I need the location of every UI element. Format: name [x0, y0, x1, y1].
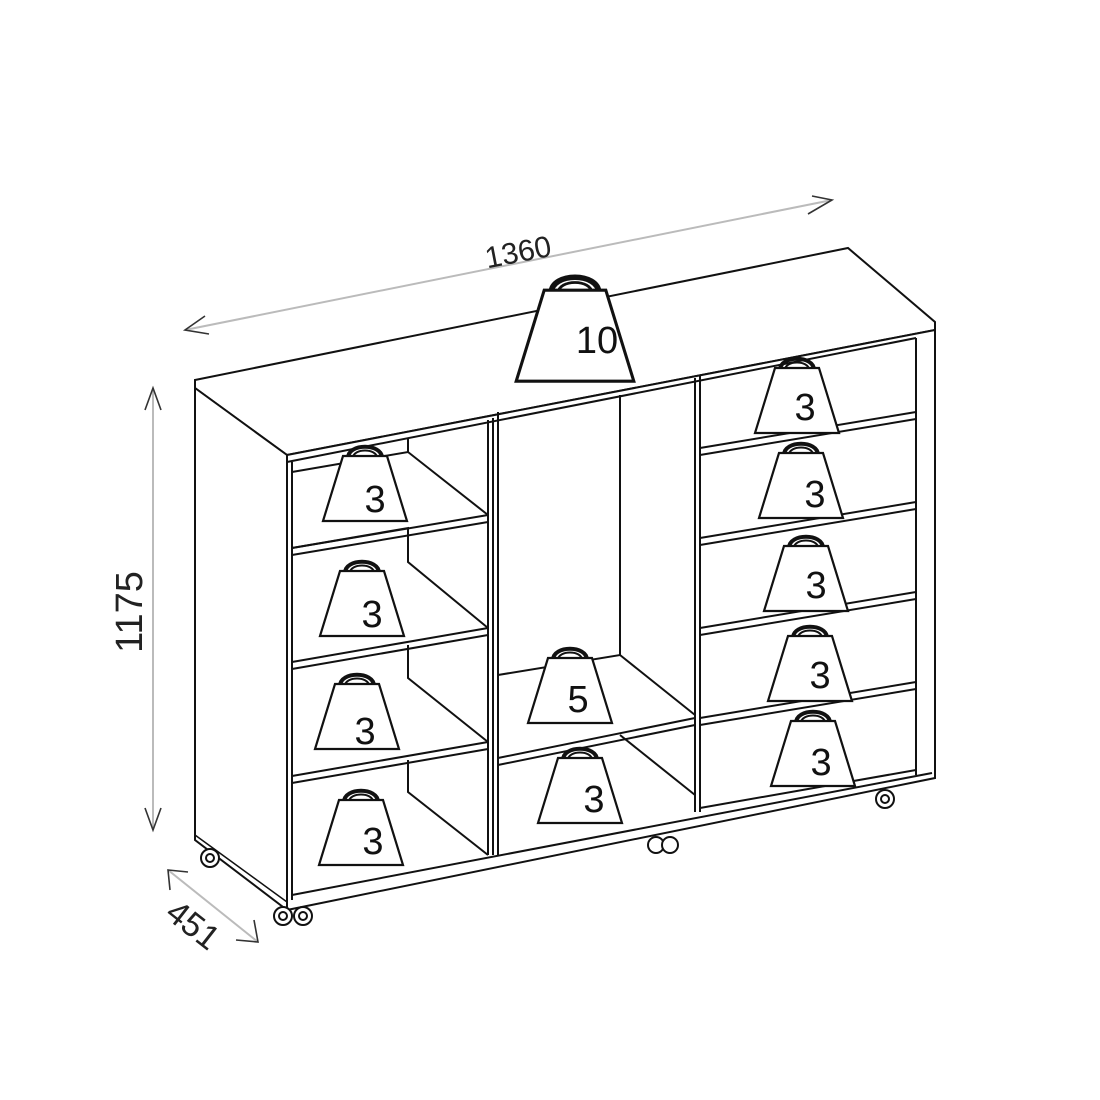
caster-wheels	[200, 789, 895, 926]
weight-label-left-shelf-3: 3	[354, 711, 375, 753]
weight-icon-drawer-3: 3	[762, 534, 850, 613]
weight-label-middle-shelf: 5	[567, 679, 588, 721]
weight-icon-left-shelf-2: 3	[318, 559, 406, 638]
depth-dimension	[167, 869, 259, 943]
height-dimension	[144, 385, 162, 833]
weight-icon-middle-bottom: 3	[536, 746, 624, 825]
weight-label-top: 10	[576, 320, 618, 362]
left-shelf-unit	[291, 418, 494, 856]
weight-label-drawer-3: 3	[805, 565, 826, 607]
weight-label-drawer-2: 3	[804, 474, 825, 516]
weight-icon-drawer-4: 3	[766, 624, 854, 703]
weight-icon-drawer-1: 3	[753, 356, 841, 435]
weight-icon-left-shelf-4: 3	[317, 788, 405, 867]
weight-icon-left-shelf-1: 3	[321, 444, 409, 523]
weight-icon-drawer-5: 3	[769, 709, 857, 788]
weight-label-middle-bottom: 3	[583, 779, 604, 821]
weight-icon-top: 10	[516, 277, 634, 381]
width-label: 1360	[482, 230, 554, 275]
weight-label-left-shelf-2: 3	[361, 594, 382, 636]
width-dimension	[182, 195, 835, 335]
depth-label: 451	[159, 893, 227, 958]
weight-icon-middle-shelf: 5	[526, 646, 614, 725]
weight-icon-drawer-2: 3	[757, 441, 845, 520]
weight-label-drawer-4: 3	[809, 655, 830, 697]
weight-label-left-shelf-4: 3	[362, 821, 383, 863]
weight-label-left-shelf-1: 3	[364, 479, 385, 521]
middle-compartment	[497, 376, 701, 855]
weight-icon-left-shelf-3: 3	[313, 672, 401, 753]
weight-label-drawer-5: 3	[810, 742, 831, 784]
height-label: 1175	[109, 571, 151, 653]
weight-label-drawer-1: 3	[794, 387, 815, 429]
